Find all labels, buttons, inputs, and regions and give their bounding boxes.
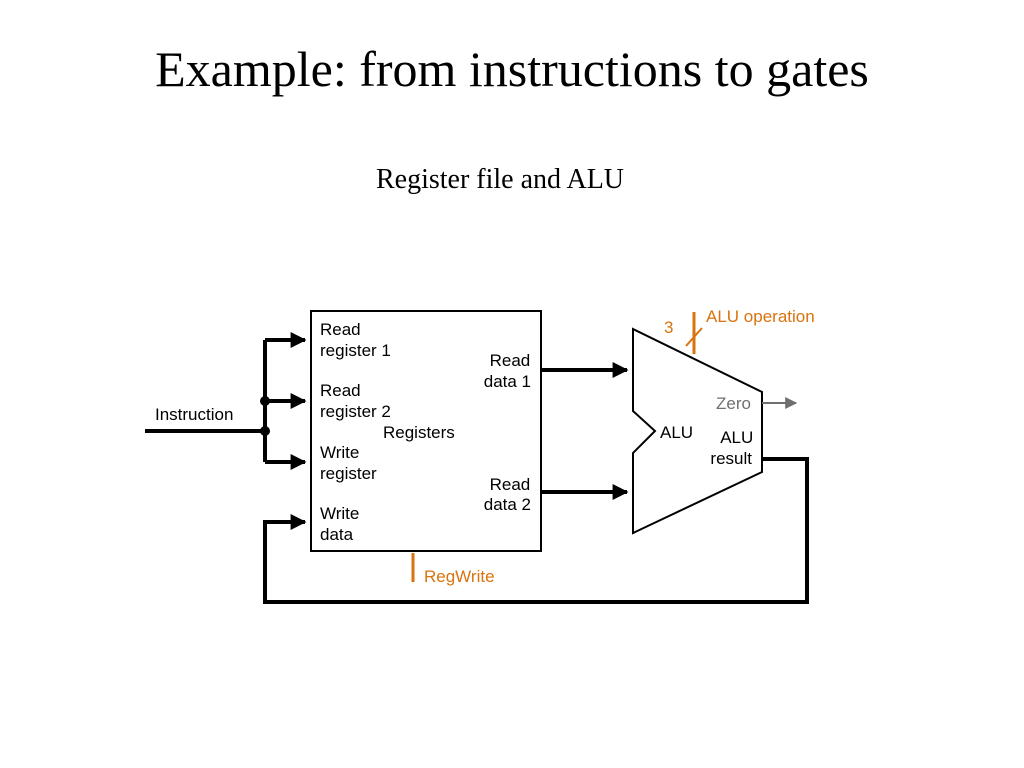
read-data-1-label: Read data 1 (484, 351, 535, 391)
slide-subtitle: Register file and ALU (375, 164, 625, 195)
write-data-label: Write data (320, 504, 364, 544)
alu-operation-label: ALU operation (706, 307, 815, 326)
alu-label: ALU (660, 423, 693, 442)
register-file-box (310, 310, 542, 552)
alu-result-label: ALU result (710, 428, 758, 468)
read-register-2-label: Read register 2 (320, 381, 391, 421)
read-data-2-label: Read data 2 (484, 475, 535, 514)
slide-title: Example: from instructions to gates (155, 41, 869, 97)
instruction-label: Instruction (155, 405, 233, 424)
read-register-1-label: Read register 1 (320, 320, 391, 360)
alu-shape (632, 327, 763, 535)
writeback-wire (263, 457, 809, 604)
write-register-label: Write register (320, 443, 377, 483)
alu-operation-bits-label: 3 (664, 318, 673, 337)
zero-label: Zero (716, 394, 751, 413)
regwrite-label: RegWrite (424, 567, 495, 586)
bus-width-slash (685, 327, 703, 347)
junction-dot (260, 426, 270, 436)
registers-label: Registers (383, 423, 455, 442)
